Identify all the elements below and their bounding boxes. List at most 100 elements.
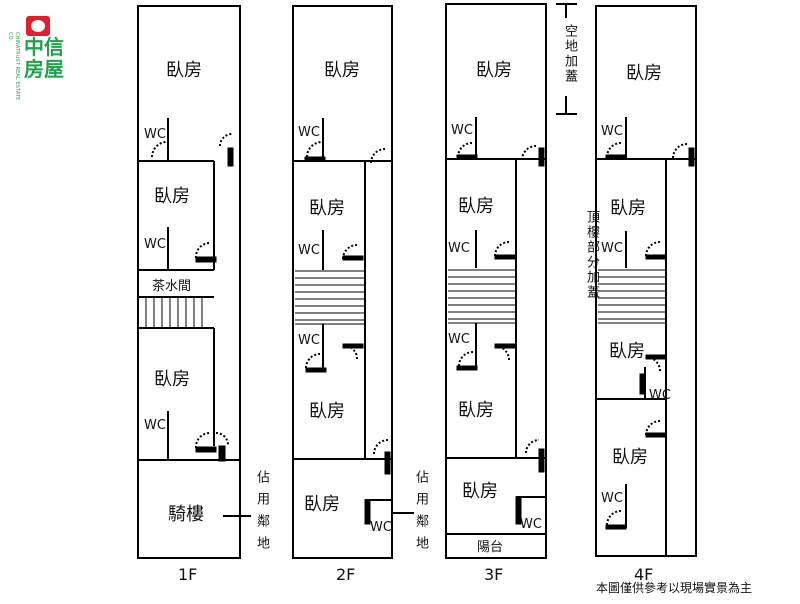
- floor-2f-door-6: [342, 343, 364, 349]
- floor-4f-door-arc-4: [645, 356, 661, 372]
- floor-2f-wc-2-label: WC: [298, 243, 320, 258]
- floor-4f-side-label: 頂樓部分加蓋: [584, 210, 599, 300]
- floor-1f-door-arc-3: [194, 241, 212, 259]
- floor-4f-room-3-label: 臥房: [609, 341, 645, 362]
- floor-1f-room-1-label: 臥房: [166, 60, 202, 81]
- floor-3f-door-7: [456, 365, 478, 371]
- floor-4f-door-arc-6: [606, 510, 622, 526]
- floor-2f-wc-1-label: WC: [298, 125, 320, 140]
- floor-1f-room-4-label: 臥房: [154, 369, 190, 390]
- floor-4f-wc-1-label: WC: [601, 124, 623, 139]
- floor-3f-door-4: [456, 154, 478, 160]
- floor-4f-room-2-label: 臥房: [610, 198, 646, 219]
- floor-3f-door-arc-6: [525, 439, 540, 454]
- floor-3f-room-3-label: 臥房: [458, 400, 494, 421]
- floor-3f-door-3: [515, 496, 522, 525]
- floor-4f-label: 4F: [634, 565, 653, 584]
- floor-2f-door-5: [342, 255, 364, 261]
- disclaimer-note: 本圖僅供參考以現場實景為主: [596, 581, 753, 595]
- floor-1f-wc-1-label: WC: [144, 127, 166, 142]
- floor-1f-door-1: [227, 147, 234, 167]
- floor-1f-door-arc-4: [194, 431, 212, 449]
- floor-3f-door-5: [494, 254, 516, 260]
- floor-1f-door-2: [195, 256, 217, 263]
- floor-4f-wc-2-label: WC: [601, 241, 623, 256]
- floor-4f-room-4-label: 臥房: [612, 447, 648, 468]
- floor-1f-wc-3-label: WC: [144, 418, 166, 433]
- floor-4f-door-5: [639, 373, 646, 395]
- floor-1f-wc-2-label: WC: [144, 237, 166, 252]
- floor-3f-door-arc-2: [457, 142, 473, 158]
- floor-4f-door-7: [605, 524, 627, 530]
- floor-3f-stairs: [448, 269, 516, 324]
- floor-3f-door-arc-1: [521, 145, 537, 161]
- floor-4f-door-2: [605, 154, 627, 160]
- floor-3f-room-1-label: 臥房: [476, 60, 512, 81]
- floor-2f-label: 2F: [336, 565, 355, 584]
- floor-2f-room-2-label: 臥房: [309, 198, 345, 219]
- floor-3f-door-6: [494, 343, 516, 349]
- floor-4f-door-arc-1: [672, 143, 688, 159]
- floor-3f-wc-2-label: WC: [448, 241, 470, 256]
- floor-1f-door-arc-5: [215, 432, 229, 446]
- floor-2f-door-4: [305, 367, 327, 373]
- floor-2f-stairs: [295, 270, 365, 325]
- floor-3f-label: 3F: [484, 565, 503, 584]
- floor-2f-room-1-label: 臥房: [324, 60, 360, 81]
- floor-4f-door-arc-3: [645, 241, 661, 257]
- floor-4f-door-arc-5: [645, 420, 661, 436]
- logo-english-text: CHINATRUST REAL ESTATE CO.: [7, 32, 20, 101]
- floor-4f-wc-3-label: WC: [649, 388, 671, 403]
- logo-badge-icon: [26, 16, 50, 36]
- floor-2f-door-arc-2: [306, 141, 323, 158]
- floor-3f-room-4-label: 臥房: [462, 481, 498, 502]
- floor-4f-door-arc-2: [606, 142, 622, 158]
- floor-plan-2f: 臥房 臥房 臥房 臥房 WC WC WC WC 2F: [292, 5, 414, 584]
- floor-3f-outline: [445, 3, 547, 559]
- floor-3f-side-label: 空地加蓋: [562, 24, 577, 84]
- floor-2f-room-3-label: 臥房: [309, 401, 345, 422]
- floor-1f-door-4: [218, 445, 226, 462]
- floor-plan-3f: 臥房 臥房 臥房 臥房 陽台 WC WC WC WC 3F: [445, 3, 577, 584]
- floor-2f-door-arc-5: [305, 353, 321, 369]
- floor-1f-room-2-label: 臥房: [154, 186, 190, 207]
- floor-4f-stairs: [598, 269, 666, 324]
- floor-4f-door-1: [688, 147, 695, 167]
- floor-1f-room-5-label: 騎樓: [168, 504, 204, 525]
- floor-3f-door-1: [538, 147, 545, 167]
- floor-3f-wc-3-label: WC: [448, 332, 470, 347]
- floor-1f-stairs: [138, 296, 214, 329]
- floor-plan-4f: 臥房 臥房 臥房 臥房 WC WC WC WC 4F: [595, 5, 697, 584]
- floor-2f-room-4-label: 臥房: [304, 494, 340, 515]
- floor-2f-outline: [292, 5, 393, 559]
- floor-1f-room-3-label: 茶水間: [152, 278, 191, 294]
- floor-plan-1f: 臥房 臥房 茶水間 臥房 騎樓 WC WC WC 1F: [137, 5, 251, 584]
- floor-3f-wc-4-label: WC: [520, 517, 542, 532]
- floor-4f-door-4: [645, 354, 667, 360]
- floor-2f-door-3: [304, 156, 326, 162]
- floor-3f-door-arc-5: [458, 351, 474, 367]
- floor-3f-room-2-label: 臥房: [458, 196, 494, 217]
- floor-2f-wc-3-label: WC: [298, 333, 320, 348]
- floor-2f-wc-4-label: WC: [370, 520, 392, 535]
- floor-2f-side-label: 佔用鄰地: [413, 470, 428, 558]
- floor-4f-door-6: [645, 432, 667, 438]
- floor-2f-door-arc-3: [342, 244, 358, 260]
- floor-3f-door-arc-4: [494, 345, 510, 361]
- floor-4f-outline: [595, 5, 697, 557]
- floor-1f-outline: [137, 5, 241, 559]
- company-logo: CHINATRUST REAL ESTATE CO. 中信房屋: [7, 14, 80, 100]
- floor-4f-room-1-label: 臥房: [626, 63, 662, 84]
- floor-1f-side-label: 佔用鄰地: [254, 470, 269, 558]
- floor-2f-door-1: [384, 451, 391, 475]
- logo-brand-name: 中信房屋: [24, 35, 64, 81]
- floor-3f-door-arc-3: [494, 241, 510, 257]
- floor-3f-door-2: [538, 448, 545, 473]
- floor-1f-door-arc-2: [219, 133, 233, 147]
- floor-4f-door-3: [645, 254, 667, 260]
- floor-2f-door-arc-4: [342, 344, 358, 360]
- floor-3f-wc-1-label: WC: [451, 123, 473, 138]
- floor-2f-door-arc-1: [370, 148, 386, 164]
